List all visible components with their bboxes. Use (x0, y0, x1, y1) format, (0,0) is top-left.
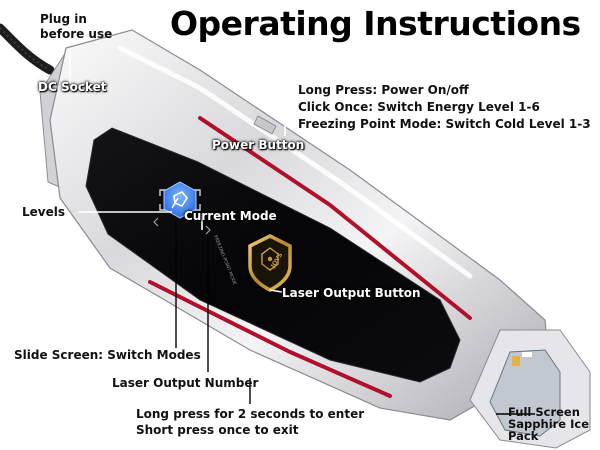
slide-screen-label: Slide Screen: Switch Modes (14, 348, 201, 362)
page-title: Operating Instructions (170, 4, 581, 43)
laser-output-button-key: JOVS (248, 234, 292, 292)
current-mode-label: Current Mode (184, 209, 277, 223)
red-accent-lower (148, 280, 392, 398)
plug-in-line-1: Plug in (40, 12, 87, 26)
levels-icon (159, 181, 201, 219)
press-info-label: Long press for 2 seconds to enter Short … (136, 406, 364, 438)
laser-output-button-label: Laser Output Button (282, 286, 421, 300)
sapphire-label: Full Screen Sapphire Ice Pack (508, 406, 589, 442)
power-info-line-1: Long Press: Power On/off (298, 83, 469, 97)
power-info-label: Long Press: Power On/off Click Once: Swi… (298, 82, 591, 133)
power-button-label: Power Button (212, 138, 305, 152)
power-info-line-3: Freezing Point Mode: Switch Cold Level 1… (298, 117, 591, 131)
red-accent-upper (198, 116, 472, 320)
levels-label: Levels (22, 205, 66, 219)
plug-in-label: Plug in before use (40, 12, 112, 42)
power-info-line-2: Click Once: Switch Energy Level 1-6 (298, 100, 540, 114)
laser-output-number-label: Laser Output Number (112, 376, 259, 390)
power-button-key (253, 115, 277, 135)
dc-socket-label: DC Socket (38, 80, 107, 94)
plug-in-line-2: before use (40, 27, 113, 41)
press-info-line-1: Long press for 2 seconds to enter (136, 407, 365, 421)
leader-lines (69, 48, 286, 293)
sapphire-line-3: Pack (508, 429, 539, 443)
press-info-line-2: Short press once to exit (136, 423, 299, 437)
sapphire-line-1: Full Screen (508, 405, 580, 419)
sapphire-line-2: Sapphire Ice (508, 417, 590, 431)
